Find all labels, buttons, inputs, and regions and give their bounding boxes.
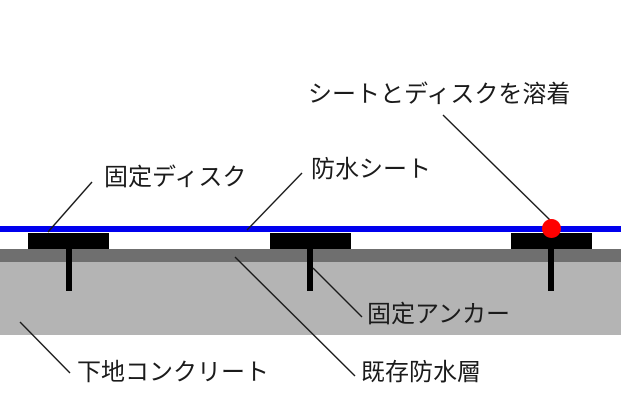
- disk-label: 固定ディスク: [104, 164, 247, 191]
- fixing-anchor-3: [548, 248, 554, 291]
- weld-label: シートとディスクを溶着: [308, 81, 571, 108]
- existing-label: 既存防水層: [361, 359, 481, 386]
- waterproof-sheet-line: [0, 226, 621, 232]
- fixing-disk-2: [270, 233, 351, 249]
- fixing-anchor-2: [307, 248, 313, 291]
- anchor-label: 固定アンカー: [367, 301, 511, 328]
- sheet-label: 防水シート: [311, 156, 431, 183]
- leader-line-sheet: [246, 172, 303, 231]
- fixing-disk-3: [511, 233, 592, 249]
- fixing-disk-1: [28, 233, 109, 249]
- fixing-anchor-1: [66, 248, 72, 291]
- leader-line-disk: [47, 181, 93, 233]
- substrate-label: 下地コンクリート: [77, 359, 269, 386]
- leader-line-weld: [442, 114, 551, 221]
